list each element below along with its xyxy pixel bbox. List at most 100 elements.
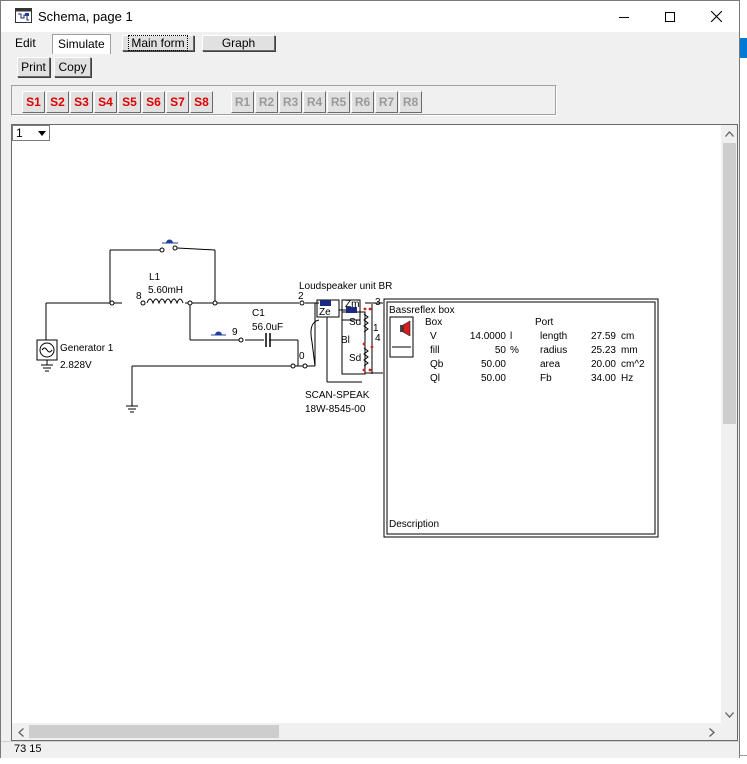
zm-label: Zm: [345, 299, 359, 310]
inductor-name: L1: [149, 272, 161, 283]
port-param-unit: cm^2: [621, 359, 645, 370]
speaker-model-line1: SCAN-SPEAK: [305, 390, 370, 401]
sim-button-s3[interactable]: S3: [70, 91, 93, 113]
sim-button-s2[interactable]: S2: [46, 91, 69, 113]
sim-button-s6[interactable]: S6: [142, 91, 165, 113]
generator-name: Generator 1: [60, 343, 114, 354]
port-param-unit: Hz: [621, 373, 633, 384]
node-label-9: 9: [232, 327, 238, 338]
inductor-coil: [146, 298, 184, 305]
port-param-unit: cm: [621, 331, 634, 342]
capacitor-name: C1: [252, 308, 265, 319]
zm-terminal-marker: [346, 307, 357, 313]
tab-simulate[interactable]: Simulate: [52, 34, 111, 54]
port-header: Port: [535, 317, 554, 328]
port-param-label: Fb: [540, 373, 552, 384]
result-button-r2[interactable]: R2: [255, 91, 278, 113]
scroll-left-icon[interactable]: [13, 724, 29, 740]
title-bar[interactable]: Schema, page 1: [1, 1, 739, 32]
probe-icon: [211, 331, 226, 336]
window-title: Schema, page 1: [38, 9, 133, 24]
sd-label-2: Sd: [349, 353, 361, 364]
maximize-button[interactable]: [647, 1, 693, 32]
schematic-drawing: L1 5.60mH 8 C1 56.0uF 9 0 Generator 1 2.…: [36, 239, 659, 538]
copy-button[interactable]: Copy: [54, 57, 91, 77]
box-param-value: 50.00: [481, 373, 506, 384]
ze-terminal-marker: [320, 300, 331, 306]
port-param-value: 20.00: [591, 359, 616, 370]
simulation-panel: [11, 85, 557, 116]
bl-label: Bl: [341, 335, 350, 346]
box-param-unit: l: [510, 331, 512, 342]
speaker-model-line2: 18W-8545-00: [305, 404, 366, 415]
result-button-r1[interactable]: R1: [231, 91, 254, 113]
speaker-title: Loudspeaker unit BR: [299, 281, 392, 292]
sim-button-s1[interactable]: S1: [22, 91, 45, 113]
chevron-down-icon[interactable]: [33, 126, 49, 140]
node-label-8: 8: [136, 291, 142, 302]
app-schema-icon: [15, 8, 32, 23]
maximize-icon: [665, 11, 675, 22]
port-param-value: 34.00: [591, 373, 616, 384]
port-param-label: radius: [540, 345, 567, 356]
box-param-label: V: [430, 331, 437, 342]
main-form-button[interactable]: Main form: [122, 35, 194, 51]
status-coordinates: 73 15: [14, 743, 42, 755]
page-select[interactable]: 1: [12, 125, 50, 141]
box-param-label: Qb: [430, 359, 444, 370]
capacitor-value: 56.0uF: [252, 322, 283, 333]
scroll-right-icon[interactable]: [704, 724, 720, 740]
result-button-r5[interactable]: R5: [327, 91, 350, 113]
box-param-value: 50.00: [481, 359, 506, 370]
generator-voltage: 2.828V: [60, 360, 92, 371]
scrollbar-corner: [721, 723, 737, 740]
vertical-scroll-thumb[interactable]: [723, 143, 736, 424]
status-bar: 73 15: [1, 741, 739, 758]
port-param-label: length: [540, 331, 567, 342]
scroll-up-icon[interactable]: [721, 126, 737, 142]
box-param-unit: %: [510, 345, 519, 356]
minimize-button[interactable]: [601, 1, 647, 32]
probe-icon: [162, 239, 178, 244]
graph-button[interactable]: Graph: [202, 35, 275, 51]
bassreflex-box[interactable]: Bassreflex box Box Port V 14.0000 l leng…: [383, 298, 659, 538]
main-form-label: Main form: [128, 35, 188, 51]
horizontal-scroll-thumb[interactable]: [29, 725, 279, 738]
port-param-value: 27.59: [591, 331, 616, 342]
print-button[interactable]: Print: [17, 57, 50, 77]
port-param-value: 25.23: [591, 345, 616, 356]
scroll-down-icon[interactable]: [721, 707, 737, 723]
node-label-2: 2: [298, 291, 304, 302]
result-button-r4[interactable]: R4: [303, 91, 326, 113]
tab-edit[interactable]: Edit: [15, 36, 36, 50]
background-window-edge: [739, 0, 747, 764]
capacitor-symbol: [265, 333, 271, 347]
port-param-unit: mm: [621, 345, 638, 356]
result-button-r6[interactable]: R6: [351, 91, 374, 113]
menu-row: Edit Simulate: [1, 32, 739, 54]
inductor-value: 5.60mH: [148, 285, 183, 296]
result-button-r3[interactable]: R3: [279, 91, 302, 113]
close-button[interactable]: [693, 1, 739, 32]
page-select-value: 1: [16, 126, 23, 140]
result-button-r8[interactable]: R8: [399, 91, 422, 113]
box-description-label: Description: [389, 519, 439, 530]
generator-symbol: [36, 339, 58, 372]
box-param-value: 14.0000: [470, 331, 507, 342]
box-header: Box: [425, 317, 442, 328]
speaker-cabinet-icon: [389, 316, 414, 358]
result-button-r7[interactable]: R7: [375, 91, 398, 113]
node-label-0: 0: [299, 351, 305, 362]
speaker-pin-markers: [362, 307, 374, 372]
close-icon: [710, 11, 722, 22]
pin-label-3: 3: [375, 297, 381, 308]
sim-button-s7[interactable]: S7: [166, 91, 189, 113]
box-title: Bassreflex box: [389, 305, 455, 316]
graph-label: Graph: [221, 36, 256, 50]
sim-button-s4[interactable]: S4: [94, 91, 117, 113]
sd-label-1: Sd: [349, 317, 361, 328]
sim-button-s5[interactable]: S5: [118, 91, 141, 113]
sim-button-s8[interactable]: S8: [190, 91, 213, 113]
background-window-accent: [740, 38, 747, 58]
